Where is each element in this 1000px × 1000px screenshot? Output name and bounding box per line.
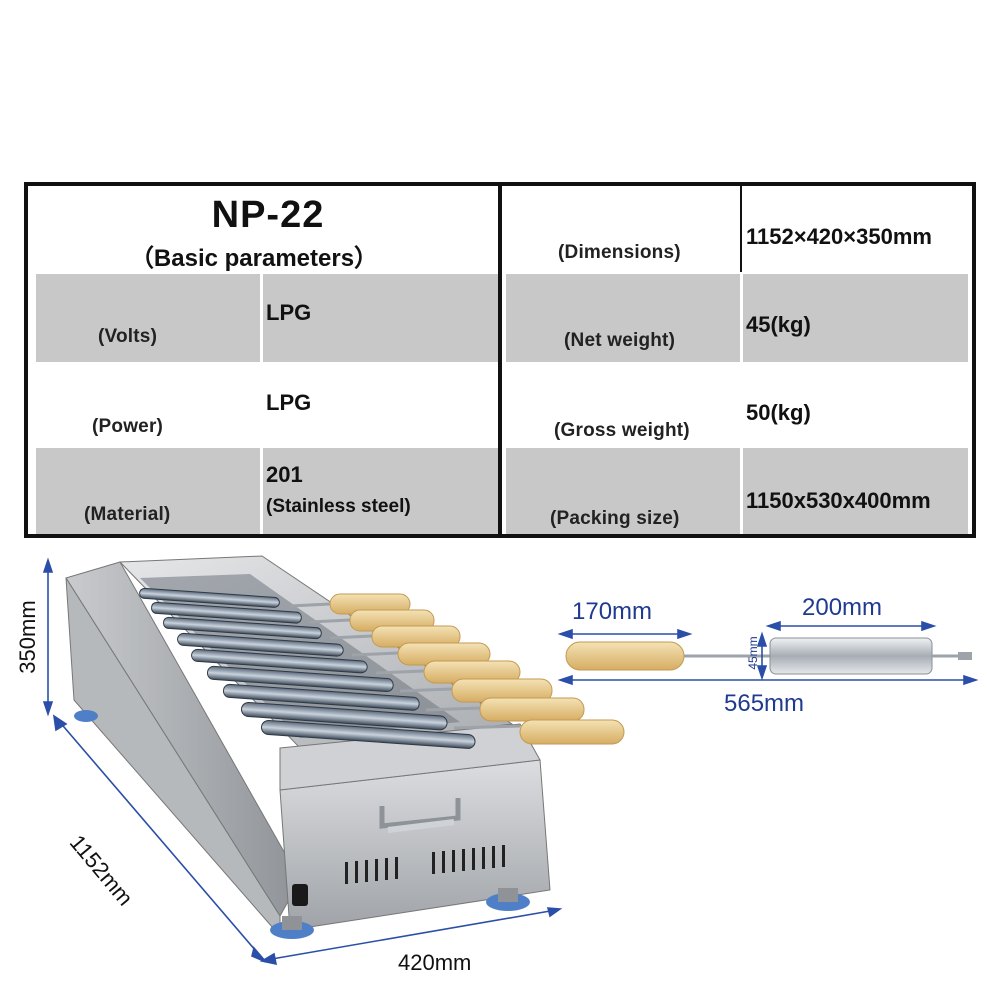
material-value-grade: 201 xyxy=(266,462,303,487)
material-label: (Material) xyxy=(84,504,171,525)
machine-feet xyxy=(74,710,530,939)
power-value: LPG xyxy=(266,390,312,415)
dough-length-label: 170mm xyxy=(572,598,653,625)
row-material-left-bg xyxy=(36,448,502,534)
skewer-dimension-lines xyxy=(557,620,979,686)
detail-roller xyxy=(769,637,933,675)
roller-diameter-label: 45mm xyxy=(746,636,760,670)
row-netweight-right-bg xyxy=(506,274,968,362)
dimensions-value: 1152×420×350mm xyxy=(746,224,932,249)
skewer-detail xyxy=(565,637,972,675)
row-volts-left-bg xyxy=(36,274,502,362)
vent-slots xyxy=(345,845,505,884)
volts-label: (Volts) xyxy=(98,326,158,347)
model-name: NP-22 xyxy=(211,194,325,236)
volts-value: LPG xyxy=(266,300,312,325)
total-length-label: 565mm xyxy=(724,690,805,717)
width-dimension-label: 420mm xyxy=(398,950,472,975)
packing-size-value: 1150x530x400mm xyxy=(746,488,931,513)
spec-table: NP-22 （Basic parameters） (Volts) LPG (Po… xyxy=(24,182,976,538)
net-weight-label: (Net weight) xyxy=(564,330,676,351)
power-label: (Power) xyxy=(92,416,164,437)
rollers xyxy=(139,587,476,749)
machine-dimension-lines xyxy=(42,557,563,966)
material-value-desc: (Stainless steel) xyxy=(266,496,411,517)
machine-illustration xyxy=(42,555,979,966)
carry-handle xyxy=(379,798,461,833)
basic-parameters-label: （Basic parameters） xyxy=(129,245,379,272)
center-divider xyxy=(498,186,502,534)
right-col-separator xyxy=(740,186,743,534)
gross-weight-value: 50(kg) xyxy=(746,400,811,425)
net-weight-value: 45(kg) xyxy=(746,312,811,337)
gross-weight-label: (Gross weight) xyxy=(554,420,690,441)
ignition-knob xyxy=(292,884,308,906)
packing-size-label: (Packing size) xyxy=(550,508,680,529)
right-col-separator-top xyxy=(740,186,742,272)
row-packing-right-bg xyxy=(506,448,968,534)
dough-skewers xyxy=(329,593,625,745)
row-sep-1 xyxy=(28,272,498,274)
skewer-rods xyxy=(289,602,521,730)
detail-dough xyxy=(565,641,685,671)
dimensions-label: (Dimensions) xyxy=(558,242,681,263)
height-dimension-label: 350mm xyxy=(15,600,40,674)
left-col-separator xyxy=(260,274,263,534)
roller-length-label: 200mm xyxy=(802,594,883,621)
